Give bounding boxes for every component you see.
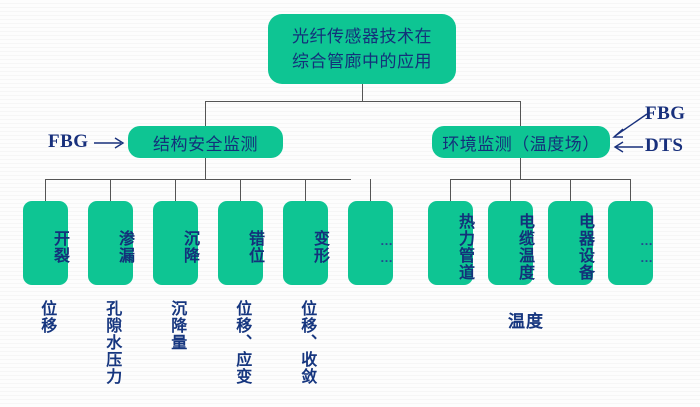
connector-structural-stem bbox=[205, 158, 206, 179]
leaf-box-settlement[interactable]: 沉降 bbox=[153, 201, 198, 285]
annotation-fbg-left-label: FBG bbox=[48, 131, 89, 152]
leaf-box-deformation-label: 变形 bbox=[311, 230, 328, 264]
leaf-box-seepage-label: 渗漏 bbox=[116, 230, 133, 264]
connector-left-leaf-6 bbox=[370, 179, 371, 201]
arrow-diagonal-down-left-icon bbox=[612, 113, 648, 138]
leaf-box-cable-temperature-label: 电缆温度 bbox=[516, 213, 533, 281]
metric-label-displacement: 位移 bbox=[38, 300, 56, 334]
node-root-line2: 综合管廊中的应用 bbox=[292, 52, 432, 71]
leaf-box-cracking[interactable]: 开裂 bbox=[23, 201, 68, 285]
leaf-box-cable-temperature[interactable]: 电缆温度 bbox=[488, 201, 533, 285]
leaf-box-settlement-label: 沉降 bbox=[181, 230, 198, 264]
connector-right-leaf-4 bbox=[630, 179, 631, 201]
leaf-box-electrical-equipment[interactable]: 电器设备 bbox=[548, 201, 593, 285]
connector-to-structural bbox=[205, 101, 206, 126]
connector-environment-stem bbox=[520, 158, 521, 179]
node-structural-label: 结构安全监测 bbox=[153, 134, 258, 154]
leaf-box-right-ellipsis-label: …… bbox=[639, 233, 654, 267]
leaf-box-left-ellipsis[interactable]: …… bbox=[348, 201, 394, 285]
connector-left-leaf-bus bbox=[45, 179, 351, 180]
node-root[interactable]: 光纤传感器技术在 综合管廊中的应用 bbox=[268, 14, 456, 84]
connector-right-leaf-1 bbox=[450, 179, 451, 201]
metric-label-settlement-amount: 沉降量 bbox=[168, 300, 186, 351]
metric-label-displacement-convergence: 位移、收敛 bbox=[298, 300, 316, 385]
leaf-box-electrical-equipment-label: 电器设备 bbox=[576, 213, 593, 281]
node-environment-label: 环境监测（温度场） bbox=[442, 134, 600, 154]
connector-right-leaf-bus bbox=[450, 179, 630, 180]
metric-label-temperature: 温度 bbox=[508, 312, 544, 331]
node-root-line1: 光纤传感器技术在 bbox=[292, 27, 432, 46]
metric-label-displacement-strain: 位移、应变 bbox=[233, 300, 251, 385]
annotation-fbg-right-label: FBG bbox=[645, 103, 686, 124]
node-environment-monitoring[interactable]: 环境监测（温度场） bbox=[432, 126, 610, 158]
leaf-box-thermal-pipeline-label: 热力管道 bbox=[456, 213, 473, 281]
leaf-box-thermal-pipeline[interactable]: 热力管道 bbox=[428, 201, 473, 285]
arrow-left-icon bbox=[613, 141, 643, 153]
annotation-dts-right-label: DTS bbox=[645, 135, 684, 156]
connector-to-environment bbox=[520, 101, 521, 126]
node-structural-safety-monitoring[interactable]: 结构安全监测 bbox=[128, 126, 283, 158]
connector-right-leaf-2 bbox=[510, 179, 511, 201]
leaf-box-cracking-label: 开裂 bbox=[51, 230, 68, 264]
arrow-right-icon bbox=[94, 137, 125, 149]
connector-left-leaf-5 bbox=[305, 179, 306, 201]
connector-left-leaf-2 bbox=[110, 179, 111, 201]
connector-left-leaf-4 bbox=[240, 179, 241, 201]
connector-left-leaf-3 bbox=[175, 179, 176, 201]
leaf-box-deformation[interactable]: 变形 bbox=[283, 201, 328, 285]
leaf-box-left-ellipsis-label: …… bbox=[379, 233, 394, 267]
leaf-box-right-ellipsis[interactable]: …… bbox=[608, 201, 654, 285]
leaf-box-seepage[interactable]: 渗漏 bbox=[88, 201, 133, 285]
connector-right-leaf-3 bbox=[570, 179, 571, 201]
leaf-box-dislocation[interactable]: 错位 bbox=[218, 201, 263, 285]
connector-left-leaf-1 bbox=[45, 179, 46, 201]
leaf-box-dislocation-label: 错位 bbox=[246, 230, 263, 264]
metric-label-pore-water-pressure: 孔隙水压力 bbox=[103, 300, 121, 385]
connector-root-stem bbox=[362, 84, 363, 101]
connector-level2-bus bbox=[205, 101, 521, 102]
